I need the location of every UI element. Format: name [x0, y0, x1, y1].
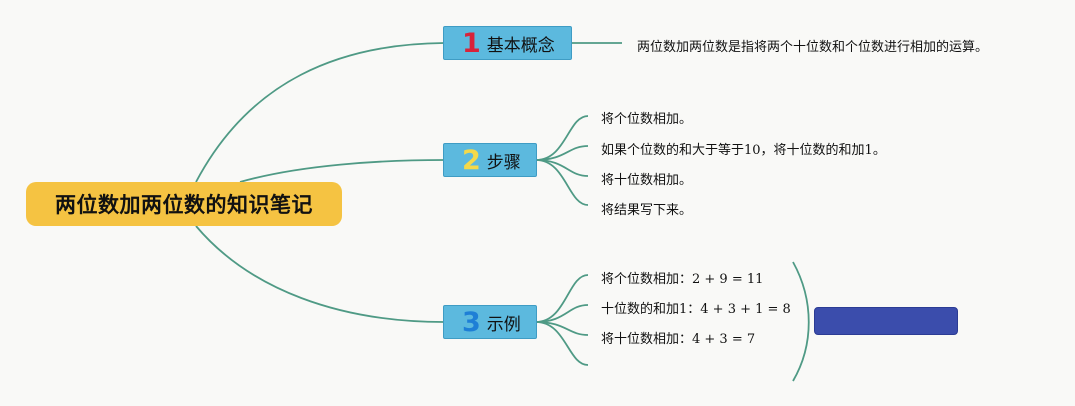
branch-title-3: 示例 — [486, 314, 521, 335]
summary-bracket — [792, 261, 810, 382]
branch-topic-2[interactable]: 2 步骤 — [443, 143, 537, 177]
branch-number-2: 2 — [462, 144, 481, 176]
leaf-3-1[interactable]: 将个位数相加：2 + 9 = 11 — [601, 272, 764, 287]
connector-root-branch-2 — [239, 159, 445, 183]
branch-number-3: 3 — [462, 306, 481, 338]
leaf-2-1[interactable]: 将个位数相加。 — [601, 112, 693, 127]
connector-branch-3-leaf-2 — [535, 304, 589, 323]
root-topic[interactable]: 两位数加两位数的知识笔记 — [26, 182, 342, 226]
leaf-3-3[interactable]: 将十位数相加：4 + 3 = 7 — [601, 332, 756, 347]
leaf-1-1[interactable]: 两位数加两位数是指将两个十位数和个位数进行相加的运算。 — [637, 40, 989, 55]
leaf-2-2[interactable]: 如果个位数的和大于等于10，将十位数的和加1。 — [601, 143, 886, 158]
branch-topic-3[interactable]: 3 示例 — [443, 305, 537, 339]
root-title: 两位数加两位数的知识笔记 — [55, 193, 313, 217]
leaf-2-3[interactable]: 将十位数相加。 — [601, 173, 693, 188]
branch-title-2: 步骤 — [486, 152, 521, 173]
connector-branch-2-leaf-2 — [535, 145, 589, 161]
connector-root-branch-1 — [195, 42, 445, 183]
connector-root-branch-3 — [195, 225, 445, 323]
branch-number-1: 1 — [462, 27, 481, 59]
connector-branch-2-leaf-4 — [535, 159, 589, 206]
summary-topic[interactable] — [814, 307, 958, 335]
connector-branch-2-leaf-1 — [535, 115, 589, 161]
branch-topic-1[interactable]: 1 基本概念 — [443, 26, 572, 60]
branch-title-1: 基本概念 — [486, 35, 555, 56]
connector-branch-2-leaf-3 — [535, 159, 589, 177]
leaf-2-4[interactable]: 将结果写下来。 — [601, 203, 693, 218]
leaf-3-2[interactable]: 十位数的和加1：4 + 3 + 1 = 8 — [601, 302, 791, 317]
connector-branch-3-leaf-4 — [535, 321, 589, 366]
